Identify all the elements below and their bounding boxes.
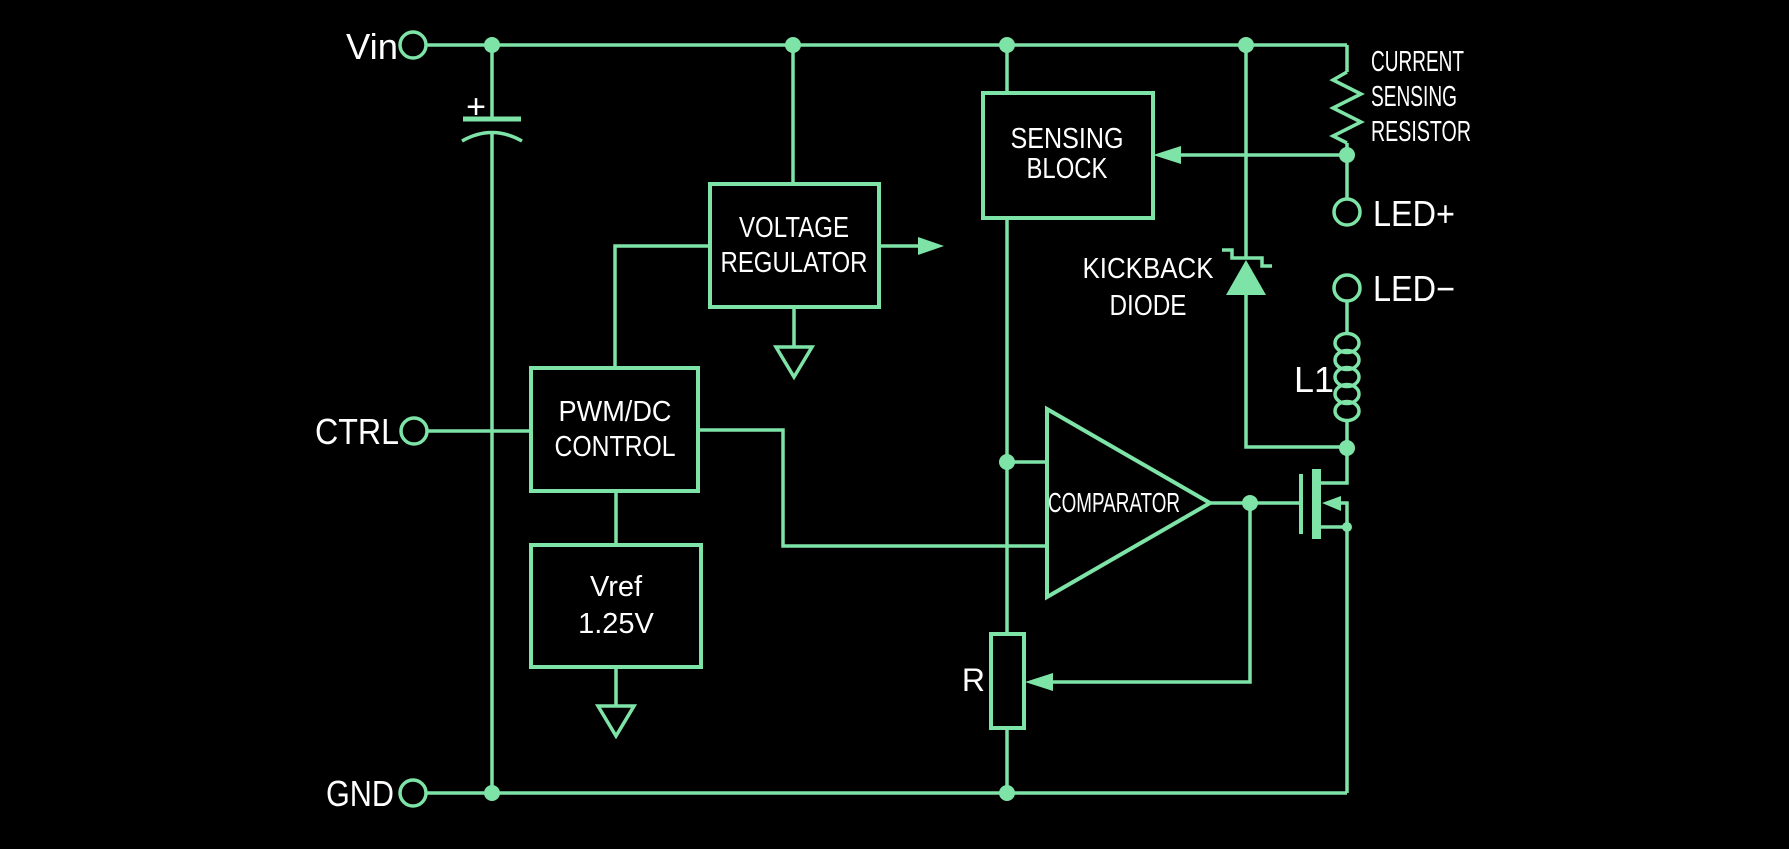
csr-label-line1: CURRENT bbox=[1371, 46, 1464, 78]
sensing-block-label-line1: SENSING bbox=[1011, 123, 1124, 155]
capacitor-negative-plate bbox=[461, 130, 523, 143]
ctrl-terminal-label: CTRL bbox=[315, 411, 399, 452]
voltage-regulator-block: VOLTAGE REGULATOR bbox=[613, 45, 944, 381]
junction-dot bbox=[1238, 37, 1254, 53]
sensing-block-box bbox=[981, 91, 1155, 220]
comparator-label: COMPARATOR bbox=[1048, 487, 1180, 518]
resistor-wiper-arrow-icon bbox=[1025, 673, 1053, 691]
inductor-l1: L1 bbox=[1294, 301, 1361, 443]
led-plus-terminal-label: LED+ bbox=[1373, 193, 1455, 234]
feedback-to-resistor-wire bbox=[1051, 503, 1252, 684]
inductor-label: L1 bbox=[1294, 359, 1334, 400]
junction-dot bbox=[1339, 440, 1355, 456]
kickback-diode-label-line2: DIODE bbox=[1110, 290, 1187, 322]
junction-dot bbox=[999, 454, 1015, 470]
junction-dot bbox=[1339, 147, 1355, 163]
csr-zigzag bbox=[1329, 70, 1365, 145]
kickback-diode-bottom-wire bbox=[1244, 295, 1347, 449]
kickback-diode-anode-icon bbox=[1226, 260, 1266, 295]
voltage-regulator-ground-icon bbox=[772, 345, 816, 381]
sense-resistor-label: R bbox=[962, 662, 985, 698]
voltage-regulator-output-arrow-icon bbox=[918, 237, 944, 255]
pwm-dc-control-block: PWM/DC CONTROL bbox=[427, 366, 1047, 548]
comparator: COMPARATOR bbox=[1007, 405, 1301, 691]
kickback-diode-label-line1: KICKBACK bbox=[1083, 253, 1215, 285]
junction-dot bbox=[999, 37, 1015, 53]
junction-dot bbox=[484, 37, 500, 53]
junction-dots bbox=[484, 37, 1355, 801]
junction-dot bbox=[1242, 495, 1258, 511]
ctrl-terminal bbox=[399, 416, 429, 446]
vin-terminal-label: Vin bbox=[346, 26, 398, 67]
pwm-dc-control-label-line2: CONTROL bbox=[555, 431, 676, 463]
vref-label-line1: Vref bbox=[590, 571, 643, 603]
vref-box bbox=[529, 543, 703, 669]
csr-label-line3: RESISTOR bbox=[1371, 116, 1471, 148]
inductor-coil-turn bbox=[1333, 365, 1361, 389]
vref-label-line2: 1.25V bbox=[578, 608, 654, 640]
pwm-dc-control-box bbox=[529, 366, 700, 493]
voltage-regulator-to-pwm-wire bbox=[613, 244, 710, 368]
junction-dot bbox=[484, 785, 500, 801]
pwm-to-comparator-wire bbox=[698, 428, 1047, 548]
inductor-coil-turn bbox=[1333, 331, 1361, 355]
sense-resistor-body bbox=[989, 632, 1026, 730]
voltage-regulator-label-line2: REGULATOR bbox=[721, 247, 868, 279]
current-sensing-resistor: CURRENT SENSING RESISTOR bbox=[1329, 45, 1471, 199]
sensing-block: SENSING BLOCK bbox=[981, 45, 1347, 634]
vref-block: Vref 1.25V bbox=[529, 543, 703, 740]
mosfet-body-arrow-icon bbox=[1322, 496, 1341, 511]
led-minus-terminal-label: LED− bbox=[1373, 268, 1455, 309]
kickback-diode-cathode-bar bbox=[1222, 248, 1272, 268]
sense-resistor-r: R bbox=[962, 632, 1026, 793]
vin-terminal bbox=[398, 30, 428, 60]
csr-label-line2: SENSING bbox=[1371, 81, 1457, 113]
sensing-block-label-line2: BLOCK bbox=[1027, 153, 1109, 185]
inductor-coil-turn bbox=[1333, 348, 1361, 372]
mosfet-body-source-junction-dot bbox=[1342, 522, 1352, 532]
mosfet-drain-wire bbox=[1321, 448, 1349, 485]
led-minus-terminal bbox=[1332, 273, 1362, 303]
gnd-terminal bbox=[398, 778, 428, 808]
vref-ground-icon bbox=[594, 704, 638, 740]
kickback-diode: KICKBACK DIODE bbox=[1083, 45, 1347, 449]
voltage-regulator-box bbox=[708, 182, 881, 309]
inductor-coil-turn bbox=[1333, 382, 1361, 406]
led-plus-terminal bbox=[1332, 197, 1362, 227]
mosfet-body-tie-wire bbox=[1339, 501, 1349, 527]
capacitor-polarity-label: + bbox=[466, 88, 486, 126]
sensing-block-input-arrow-icon bbox=[1153, 146, 1181, 164]
junction-dot bbox=[785, 37, 801, 53]
comparator-triangle bbox=[1045, 405, 1215, 601]
junction-dot bbox=[999, 785, 1015, 801]
terminals: Vin CTRL GND LED+ LED− bbox=[315, 26, 1455, 814]
voltage-regulator-label-line1: VOLTAGE bbox=[739, 212, 849, 244]
gnd-terminal-label: GND bbox=[326, 773, 394, 814]
input-capacitor: + bbox=[461, 45, 523, 793]
mosfet bbox=[1299, 448, 1352, 793]
pwm-dc-control-label-line1: PWM/DC bbox=[559, 396, 672, 428]
mosfet-channel-bar bbox=[1312, 469, 1321, 539]
